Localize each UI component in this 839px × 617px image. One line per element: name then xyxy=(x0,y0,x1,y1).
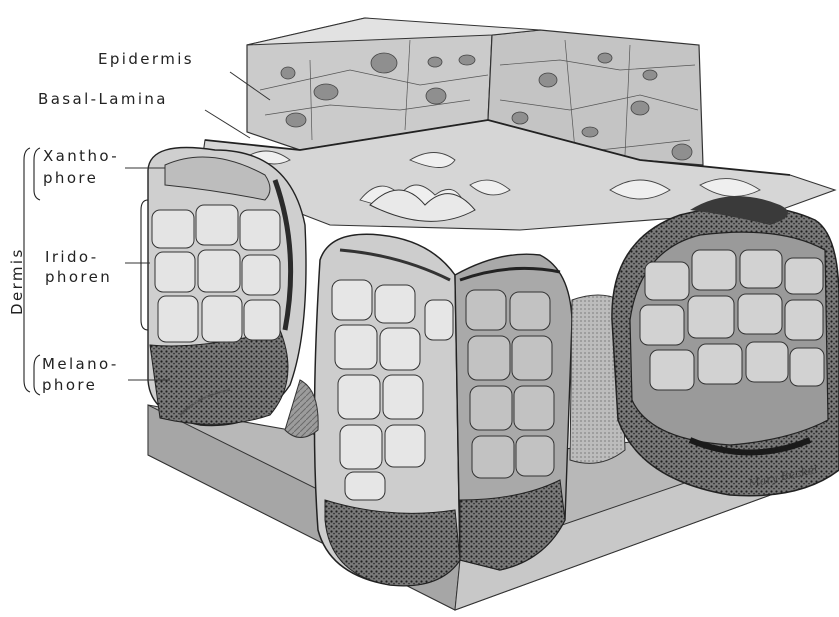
center-chromatophore-unit xyxy=(314,190,572,586)
label-xanthophore-line2: phore xyxy=(43,169,98,188)
label-xanthophore-line1: Xantho- xyxy=(43,147,119,166)
label-basal-lamina: Basal-Lamina xyxy=(38,90,168,109)
label-iridophoren-line2: phoren xyxy=(45,268,112,287)
label-dermis: Dermis xyxy=(8,247,26,315)
right-chromatophore-unit xyxy=(612,196,839,496)
label-epidermis: Epidermis xyxy=(98,50,194,69)
label-melanophore-line1: Melano- xyxy=(42,355,119,374)
label-melanophore-line2: phore xyxy=(42,376,97,395)
label-iridophoren-line1: Irido- xyxy=(45,248,99,267)
left-chromatophore-unit xyxy=(148,148,306,426)
